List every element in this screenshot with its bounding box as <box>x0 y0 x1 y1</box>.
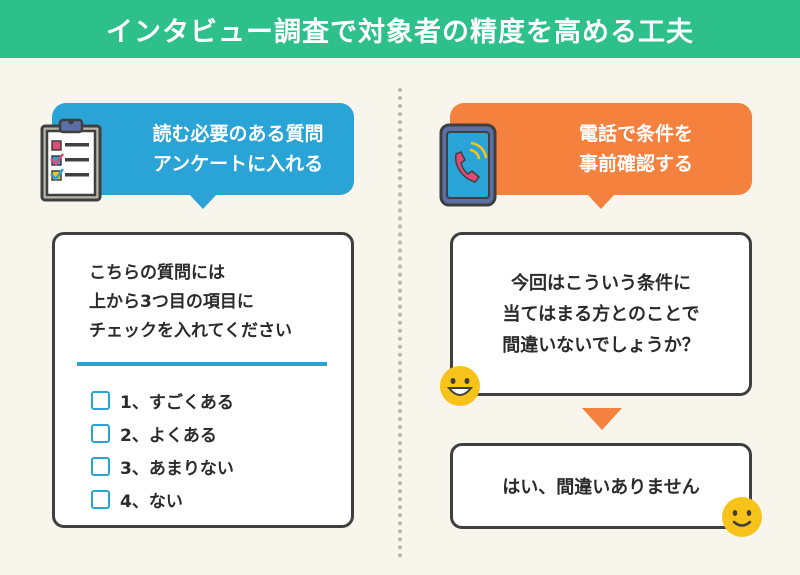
phone-question-line-2: 当てはまる方とのことで <box>502 303 700 325</box>
option-item[interactable]: 1、すごくある <box>89 384 321 417</box>
option-label: 1、すごくある <box>120 393 234 413</box>
option-item[interactable]: 4、ない <box>89 483 321 516</box>
arrow-down-icon <box>582 408 622 430</box>
clipboard-checklist-icon <box>36 116 106 204</box>
checkbox-icon[interactable] <box>91 490 110 509</box>
option-label: 4、ない <box>120 492 183 512</box>
question-line-1: こちらの質問には <box>89 263 225 283</box>
title-banner: インタビュー調査で対象者の精度を高める工夫 <box>0 0 800 58</box>
questionnaire-card: こちらの質問には 上から3つ目の項目に チェックを入れてください 1、すごくある… <box>52 232 354 528</box>
question-separator <box>77 362 327 366</box>
left-header-bubble: 読む必要のある質問 アンケートに入れる <box>52 103 354 209</box>
right-bubble-line-2: 事前確認する <box>578 153 693 175</box>
phone-question-line-1: 今回はこういう条件に <box>511 272 691 294</box>
option-item[interactable]: 3、あまりない <box>89 450 321 483</box>
question-line-3: チェックを入れてください <box>89 321 292 341</box>
right-header-bubble: 電話で条件を 事前確認する <box>450 103 752 209</box>
option-label: 3、あまりない <box>120 459 234 479</box>
checkbox-icon[interactable] <box>91 457 110 476</box>
dotted-divider <box>398 88 402 558</box>
question-line-2: 上から3つ目の項目に <box>89 292 254 312</box>
page-title: インタビュー調査で対象者の精度を高める工夫 <box>106 16 694 48</box>
right-bubble-line-1: 電話で条件を <box>578 123 693 145</box>
smiley-face-icon <box>720 495 764 539</box>
phone-answer-card: はい、間違いありません <box>450 443 752 529</box>
phone-answer-text: はい、間違いありません <box>502 477 700 498</box>
option-item[interactable]: 2、よくある <box>89 417 321 450</box>
smiley-face-icon <box>438 364 482 408</box>
left-bubble-line-1: 読む必要のある質問 <box>152 123 324 145</box>
checkbox-icon[interactable] <box>91 391 110 410</box>
phone-question-card: 今回はこういう条件に 当てはまる方とのことで 間違いないでしょうか？ <box>450 232 752 396</box>
phone-question-line-3: 間違いないでしょうか？ <box>502 334 700 356</box>
smartphone-call-icon <box>437 122 499 208</box>
left-bubble-line-2: アンケートに入れる <box>152 153 324 175</box>
checkbox-icon[interactable] <box>91 424 110 443</box>
option-label: 2、よくある <box>120 426 217 446</box>
